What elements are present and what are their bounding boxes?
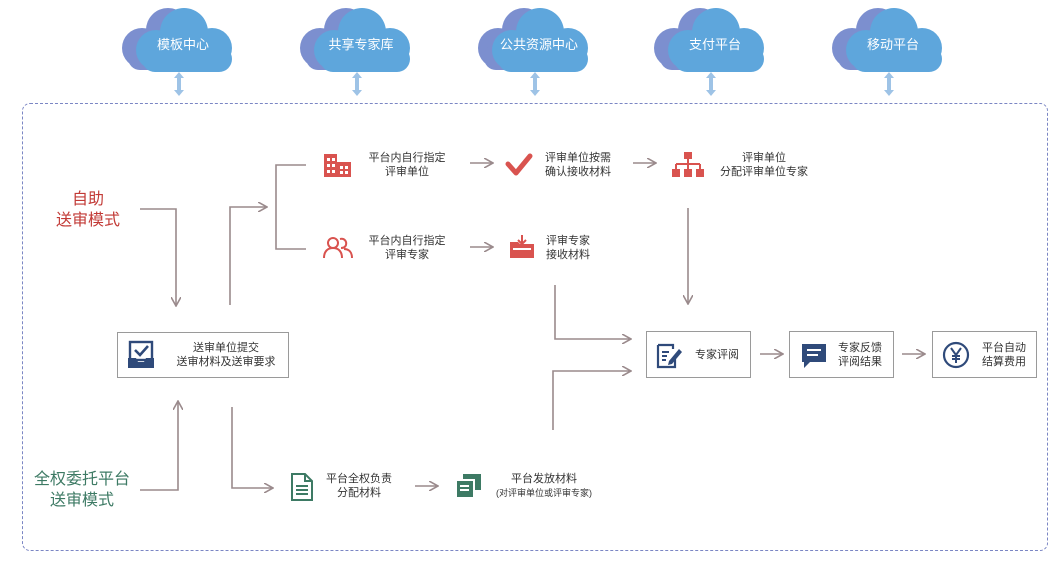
submit-materials-box: 送审单位提交 送审材料及送审要求 <box>117 332 289 378</box>
feedback-line2: 评阅结果 <box>838 356 882 368</box>
expert-review-box: 专家评阅 <box>646 331 751 378</box>
cloud-icon <box>832 8 942 72</box>
cloud-icon <box>478 8 588 72</box>
comment-icon <box>802 344 826 368</box>
inbox-check-icon <box>128 340 154 368</box>
process-arrows <box>140 163 924 490</box>
checkmark-icon <box>505 153 533 176</box>
cloud-shared-expert-pool: 共享专家库 <box>298 4 420 76</box>
cloud-payment-platform: 支付平台 <box>652 4 774 76</box>
step-unit-assign-expert: 评审单位 分配评审单位专家 <box>720 152 808 178</box>
cloud-template-center: 模板中心 <box>120 4 242 76</box>
settlement-line1: 平台自动 <box>982 342 1026 354</box>
cloud-public-resource-center: 公共资源中心 <box>476 4 598 76</box>
cloud-label: 共享专家库 <box>328 37 394 52</box>
feedback-line1: 专家反馈 <box>838 342 882 354</box>
step-platform-distribute: 平台发放材料 (对评审单位或评审专家) <box>496 473 592 498</box>
step-assign-unit: 平台内自行指定 评审单位 <box>368 152 446 178</box>
self-service-mode-label: 自助 送审模式 <box>55 191 120 229</box>
platform-frame <box>22 103 1048 551</box>
stacked-documents-icon <box>455 474 481 499</box>
step-expert-receive: 评审专家 接收材料 <box>546 235 590 261</box>
settlement-line2: 结算费用 <box>982 356 1026 368</box>
cloud-label: 移动平台 <box>866 37 919 52</box>
feedback-box: 专家反馈 评阅结果 <box>789 331 894 378</box>
people-icon <box>323 237 353 259</box>
org-chart-icon <box>672 152 704 177</box>
document-icon <box>291 473 313 501</box>
cloud-label: 支付平台 <box>688 37 741 52</box>
cloud-label: 模板中心 <box>156 37 209 52</box>
cloud-link-arrows <box>174 72 894 96</box>
full-delegation-mode-label: 全权委托平台 送审模式 <box>33 471 130 509</box>
edit-document-icon <box>656 343 682 369</box>
cloud-icon <box>300 8 410 72</box>
step-unit-confirm: 评审单位按需 确认接收材料 <box>545 152 611 178</box>
submit-line2: 送审材料及送审要求 <box>176 356 276 368</box>
cloud-mobile-platform: 移动平台 <box>830 4 952 76</box>
building-icon <box>324 154 351 177</box>
submit-line1: 送审单位提交 <box>193 342 259 354</box>
cloud-icon <box>122 8 232 72</box>
cloud-icon <box>654 8 764 72</box>
folder-download-icon <box>510 235 534 258</box>
cloud-label: 公共资源中心 <box>499 37 578 52</box>
yen-coin-icon <box>942 341 970 369</box>
settlement-box: 平台自动 结算费用 <box>932 331 1037 378</box>
step-platform-assign: 平台全权负责 分配材料 <box>326 473 392 499</box>
expert-review-label: 专家评阅 <box>695 349 739 361</box>
step-assign-expert: 平台内自行指定 评审专家 <box>368 235 446 261</box>
